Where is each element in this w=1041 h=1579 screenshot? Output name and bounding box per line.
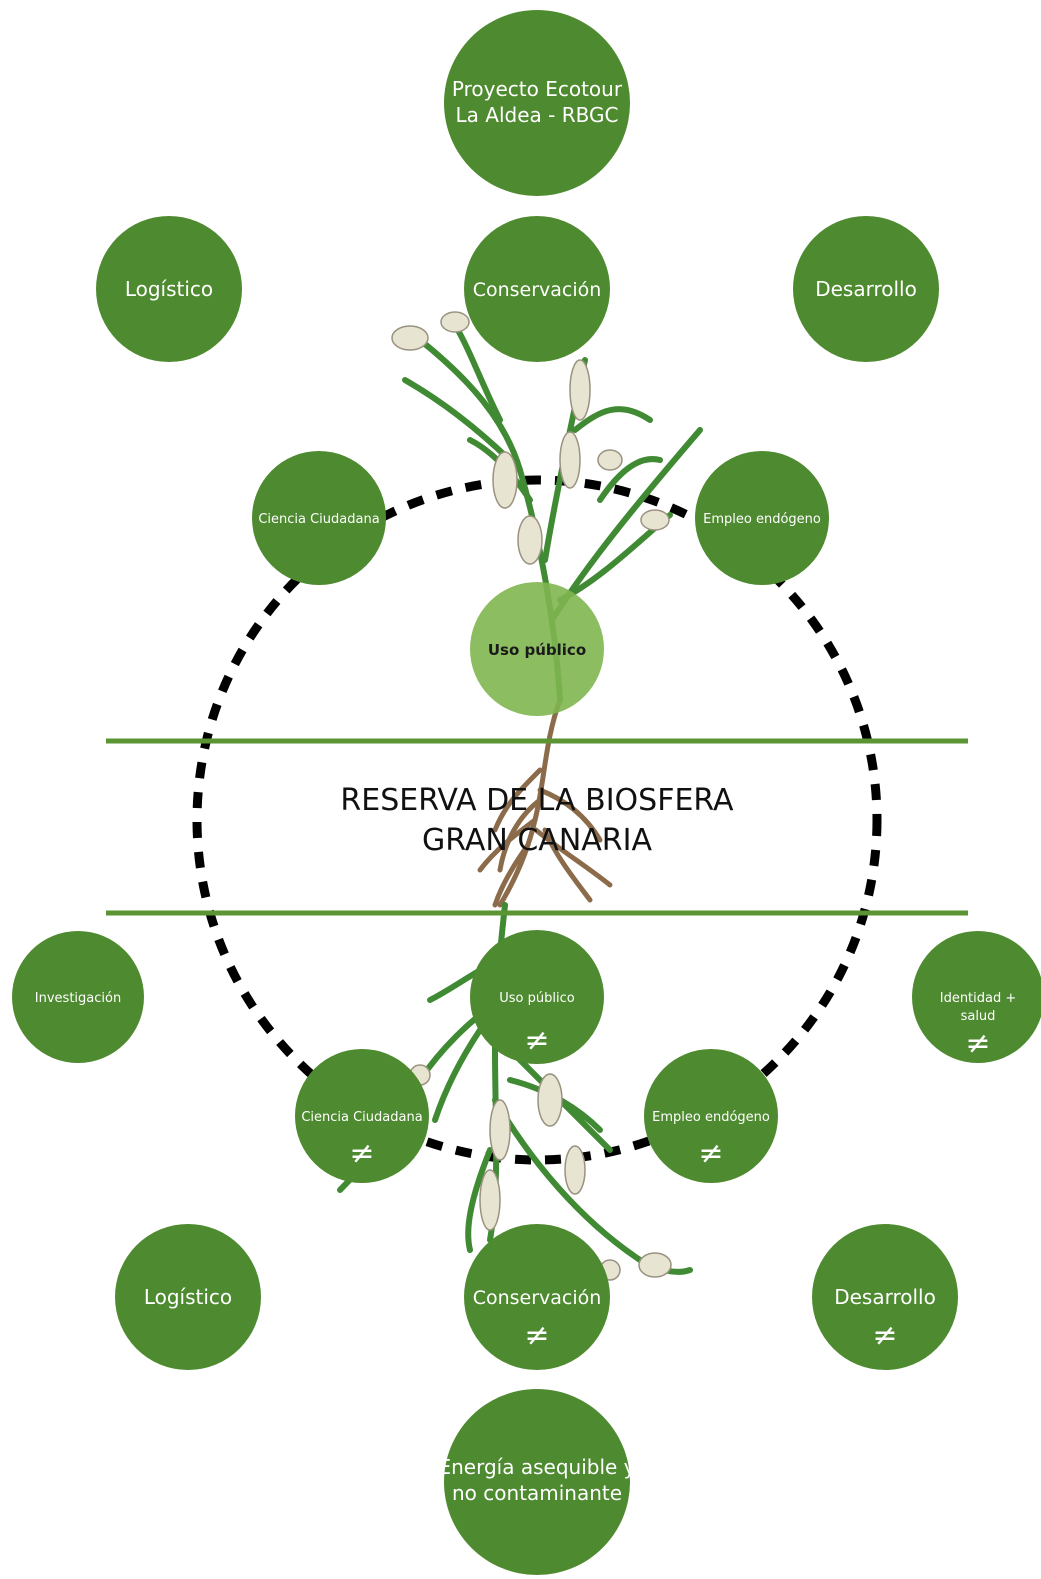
- bottom-desarrollo-label: Desarrollo: [834, 1285, 936, 1309]
- node-top-title: Proyecto Ecotour La Aldea - RBGC: [444, 10, 630, 196]
- node-top-conservacion: Conservación: [464, 216, 610, 362]
- top-conservacion-label: Conservación: [473, 279, 602, 301]
- dashed-ring: [192, 475, 882, 1165]
- node-top-desarrollo: Desarrollo: [793, 216, 939, 362]
- node-top-empleo: Empleo endógeno: [695, 451, 829, 585]
- center-title-line2: GRAN CANARIA: [422, 823, 653, 858]
- bottom-identidad-line2: salud: [961, 1009, 996, 1024]
- bottom-identidad-line1: Identidad +: [940, 991, 1017, 1006]
- top-logistico-label: Logístico: [125, 277, 213, 301]
- bottom-empleo-label: Empleo endógeno: [652, 1110, 770, 1125]
- center-title-line1: RESERVA DE LA BIOSFERA: [340, 783, 734, 818]
- plant-illustration: [337, 311, 703, 1281]
- top-uso-publico-label: Uso público: [488, 641, 586, 659]
- top-title-line2: La Aldea - RBGC: [456, 103, 619, 127]
- top-empleo-label: Empleo endógeno: [703, 512, 821, 527]
- bottom-logistico-label: Logístico: [144, 1285, 232, 1309]
- bottom-conservacion-label: Conservación: [473, 1287, 602, 1309]
- node-bottom-empleo: Empleo endógeno ≠: [644, 1049, 778, 1183]
- node-top-uso-publico: Uso público: [470, 582, 604, 716]
- neq-symbol: ≠: [965, 1026, 990, 1061]
- node-bottom-desarrollo: Desarrollo ≠: [812, 1224, 958, 1370]
- node-bottom-title: Energía asequible y no contaminante: [438, 1389, 636, 1575]
- node-bottom-logistico: Logístico: [115, 1224, 261, 1370]
- bottom-title-line1: Energía asequible y: [438, 1455, 635, 1479]
- node-bottom-uso-publico: Uso público ≠: [470, 930, 604, 1064]
- node-bottom-ciencia: Ciencia Ciudadana ≠: [295, 1049, 429, 1183]
- bottom-ciencia-label: Ciencia Ciudadana: [301, 1110, 422, 1125]
- neq-symbol: ≠: [698, 1136, 723, 1171]
- bottom-investigacion-label: Investigación: [35, 991, 121, 1006]
- node-bottom-investigacion: Investigación: [12, 931, 144, 1063]
- neq-symbol: ≠: [349, 1136, 374, 1171]
- node-top-logistico: Logístico: [96, 216, 242, 362]
- neq-symbol: ≠: [872, 1318, 897, 1353]
- bottom-uso-publico-label: Uso público: [499, 991, 574, 1006]
- neq-symbol: ≠: [524, 1318, 549, 1353]
- top-title-line1: Proyecto Ecotour: [452, 77, 623, 101]
- node-bottom-identidad: Identidad + salud ≠: [912, 931, 1041, 1063]
- top-ciencia-label: Ciencia Ciudadana: [258, 512, 379, 527]
- top-desarrollo-label: Desarrollo: [815, 277, 917, 301]
- neq-symbol: ≠: [524, 1023, 549, 1058]
- bottom-title-line2: no contaminante: [452, 1481, 622, 1505]
- node-top-ciencia: Ciencia Ciudadana: [252, 451, 386, 585]
- node-bottom-conservacion: Conservación ≠: [464, 1224, 610, 1370]
